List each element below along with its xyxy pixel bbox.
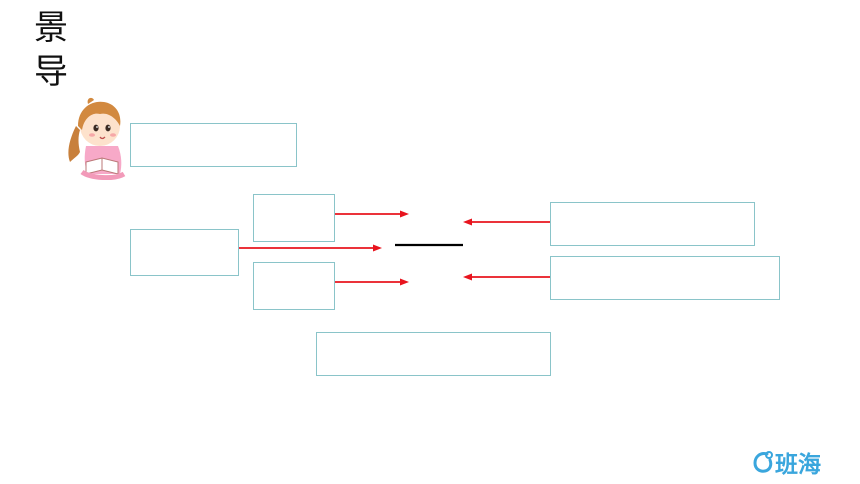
side-title-char-2: 导 — [34, 52, 68, 92]
upper-right-box — [550, 202, 755, 246]
arrow-upper-right — [463, 218, 550, 226]
side-title-char-1: 景 — [34, 8, 68, 48]
arrow-lower-right — [463, 273, 550, 281]
arrow-middle-left — [239, 244, 382, 252]
lower-middle-box — [253, 262, 335, 310]
intro-box — [130, 123, 297, 167]
arrow-lower-left — [335, 278, 409, 286]
left-source-box — [130, 229, 239, 276]
banhai-logo-icon — [753, 451, 773, 473]
arrow-upper-left — [335, 210, 409, 218]
brand-logo: 班海 — [752, 447, 821, 478]
logo-text: 班海 — [775, 452, 821, 478]
lower-right-box — [550, 256, 780, 300]
girl-reading-icon — [68, 97, 126, 180]
upper-middle-box — [253, 194, 335, 242]
bottom-result-box — [316, 332, 551, 376]
side-title: 景 导 — [34, 6, 78, 94]
